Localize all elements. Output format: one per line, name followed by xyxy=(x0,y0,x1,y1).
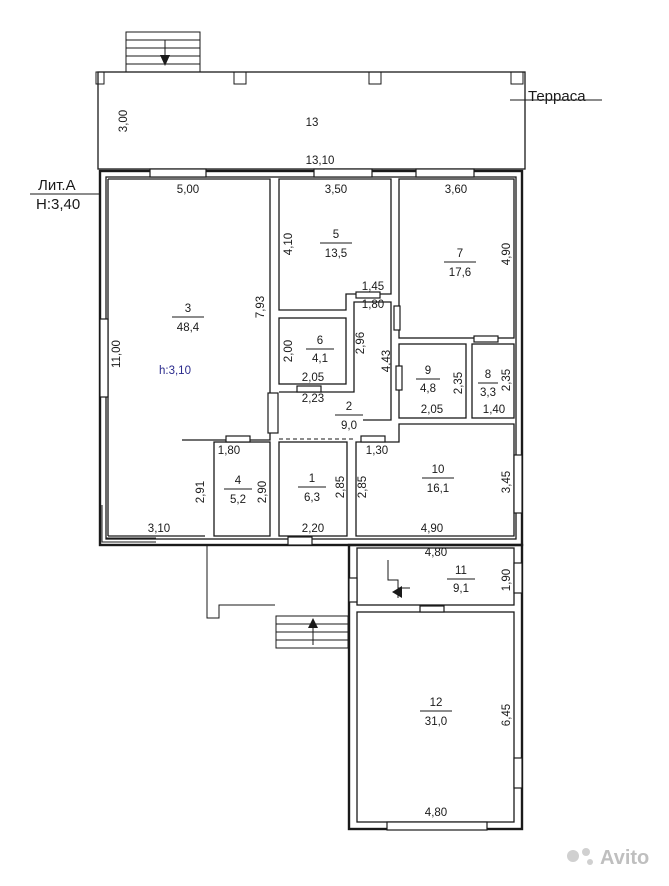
room-1-area: 6,3 xyxy=(304,492,320,504)
room-2-area: 9,0 xyxy=(341,420,357,432)
room-6-number: 6 xyxy=(317,335,323,347)
room-5-area: 13,5 xyxy=(325,248,347,260)
room-2-number: 2 xyxy=(346,401,352,413)
dim-room7-width: 3,60 xyxy=(445,184,467,196)
room-3-number: 3 xyxy=(185,303,191,315)
dim-1-45: 1,45 xyxy=(362,281,384,293)
room-11-number: 11 xyxy=(455,565,467,577)
dim-room8-depth: 2,35 xyxy=(501,369,513,391)
height-label: Н:3,40 xyxy=(36,196,80,213)
dim-room6-depth: 2,00 xyxy=(283,340,295,362)
room-5-number: 5 xyxy=(333,229,339,241)
dim-3-10: 3,10 xyxy=(148,523,170,535)
dim-4-43: 4,43 xyxy=(381,350,393,372)
room-12-number: 12 xyxy=(430,697,443,709)
dim-room12-width: 4,80 xyxy=(425,807,447,819)
dim-room4-depth: 2,90 xyxy=(257,481,269,503)
room-11-area: 9,1 xyxy=(453,583,469,595)
dim-2-96: 2,96 xyxy=(355,332,367,354)
dim-room3-depth: 11,00 xyxy=(111,340,123,368)
dim-room2-width: 2,23 xyxy=(302,393,324,405)
room-3-area: 48,4 xyxy=(177,322,200,334)
room-10-area: 16,1 xyxy=(427,483,449,495)
avito-watermark: Avito xyxy=(567,847,649,869)
annex xyxy=(206,543,524,831)
room-8-number: 8 xyxy=(485,369,491,381)
dim-room3-width: 5,00 xyxy=(177,184,199,196)
dim-room12-depth: 6,45 xyxy=(501,704,513,726)
dim-terrace-depth: 3,00 xyxy=(118,110,130,132)
dim-room1-width: 2,20 xyxy=(302,523,324,535)
dim-room10-depth: 3,45 xyxy=(501,471,513,493)
dim-room10-left-depth: 2,85 xyxy=(357,476,369,498)
room-7-number: 7 xyxy=(457,248,463,260)
terrace-label: Терраса xyxy=(528,88,586,105)
dim-door-1-30: 1,30 xyxy=(366,445,388,457)
room-1-number: 1 xyxy=(309,473,315,485)
dim-room8-width: 1,40 xyxy=(483,404,505,416)
dim-room5-depth: 4,10 xyxy=(283,233,295,255)
dim-2-91: 2,91 xyxy=(195,481,207,503)
room-9-number: 9 xyxy=(425,365,431,377)
room-10-number: 10 xyxy=(432,464,445,476)
room-9-area: 4,8 xyxy=(420,383,436,395)
dim-room5-width: 3,50 xyxy=(325,184,347,196)
dim-1-80: 1,80 xyxy=(362,299,384,311)
lit-label: Лит.А xyxy=(38,177,76,194)
room-8-area: 3,3 xyxy=(480,387,496,399)
doors xyxy=(225,291,499,613)
dim-terrace-width: 13,10 xyxy=(306,155,335,167)
room-4-number: 4 xyxy=(235,475,242,487)
dim-room1-depth: 2,85 xyxy=(335,476,347,498)
dim-7-93: 7,93 xyxy=(255,296,267,318)
watermark-text: Avito xyxy=(600,847,649,869)
dim-room9-width: 2,05 xyxy=(421,404,443,416)
terrace-stairs xyxy=(125,31,201,73)
room-4-area: 5,2 xyxy=(230,494,246,506)
dim-room6-width: 2,05 xyxy=(302,372,324,384)
ceiling-height-label: h:3,10 xyxy=(159,365,191,377)
dim-room7-depth: 4,90 xyxy=(501,243,513,265)
dim-room9-depth: 2,35 xyxy=(453,372,465,394)
dim-room4-width: 1,80 xyxy=(218,445,240,457)
room-6-area: 4,1 xyxy=(312,353,328,365)
room-13-number: 13 xyxy=(306,117,319,129)
dim-room11-width: 4,80 xyxy=(425,547,447,559)
room-12-area: 31,0 xyxy=(425,716,447,728)
terrace xyxy=(95,71,526,170)
windows xyxy=(99,168,523,831)
dim-room11-depth: 1,90 xyxy=(501,569,513,591)
main-building xyxy=(98,169,524,547)
dim-room10-width: 4,90 xyxy=(421,523,443,535)
room-7-area: 17,6 xyxy=(449,267,471,279)
